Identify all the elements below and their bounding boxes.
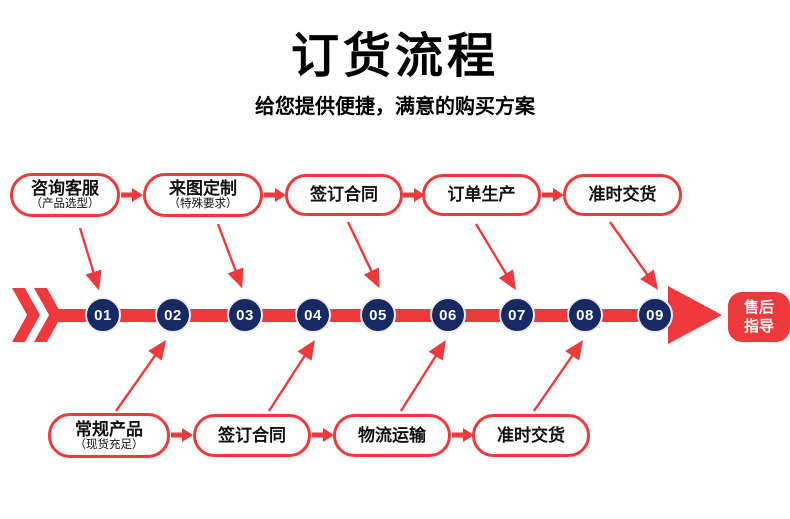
page-subtitle: 给您提供便捷，满意的购买方案 [255, 96, 535, 118]
arrow-right-icon [121, 187, 143, 203]
after-sale-line2: 指导 [743, 318, 774, 335]
arrow-right-icon [264, 187, 286, 203]
step-bubble-sign-contract-top: 签订合同 [285, 174, 403, 216]
timeline-step-02: 02 [155, 297, 191, 333]
step-label: 订单生产 [447, 185, 516, 205]
arrow-right-icon [312, 427, 334, 443]
arrow-right-icon [171, 427, 193, 443]
flow-arrow-down [474, 223, 516, 291]
step-note: （产品选型） [30, 198, 100, 211]
fast-forward-chevron-icon [12, 288, 40, 342]
step-label: 签订合同 [218, 425, 286, 445]
step-bubble-custom-drawing: 来图定制 （特殊要求） [143, 173, 263, 217]
step-bubble-sign-contract-bottom: 签订合同 [193, 414, 311, 457]
page-title: 订货流程 [290, 30, 499, 83]
after-sale-guidance-badge: 售后 指导 [728, 292, 790, 342]
timeline-step-04: 04 [295, 297, 331, 333]
arrow-right-icon [542, 187, 564, 203]
timeline-step-05: 05 [360, 297, 396, 333]
timeline-step-07: 07 [499, 297, 535, 333]
step-note: （特殊要求） [168, 198, 238, 211]
flow-arrow-down [346, 221, 380, 289]
timeline-step-08: 08 [567, 297, 603, 333]
arrow-right-icon [452, 427, 474, 443]
timeline-step-01: 01 [85, 297, 121, 333]
step-bubble-on-time-delivery-bottom: 准时交货 [472, 414, 590, 457]
step-label: 常规产品 [75, 419, 143, 439]
flow-arrow-up [399, 339, 446, 412]
timeline-step-09: 09 [637, 297, 673, 333]
flow-arrow-up [115, 340, 167, 412]
step-bubble-regular-product: 常规产品 （现货充足） [48, 413, 170, 458]
step-bubble-on-time-delivery-top: 准时交货 [563, 174, 682, 216]
flow-arrow-up [267, 339, 315, 412]
step-label: 咨询客服 [31, 179, 99, 199]
step-label: 准时交货 [588, 185, 657, 205]
timeline-arrowhead-icon [668, 286, 722, 344]
flow-arrow-down [216, 223, 244, 289]
step-label: 签订合同 [310, 185, 378, 205]
timeline-step-06: 06 [430, 297, 466, 333]
timeline-step-03: 03 [227, 297, 263, 333]
step-label: 物流运输 [358, 425, 426, 445]
flow-arrow-up [533, 340, 584, 412]
step-bubble-consult: 咨询客服 （产品选型） [10, 173, 120, 217]
after-sale-line1: 售后 [743, 298, 774, 316]
flow-arrow-down [78, 227, 102, 291]
step-note: （现货充足） [74, 438, 144, 451]
step-bubble-logistics: 物流运输 [333, 414, 451, 457]
step-bubble-order-production: 订单生产 [422, 174, 541, 216]
step-label: 准时交货 [497, 425, 565, 445]
step-label: 来图定制 [169, 179, 237, 199]
flow-arrow-down [609, 221, 659, 290]
